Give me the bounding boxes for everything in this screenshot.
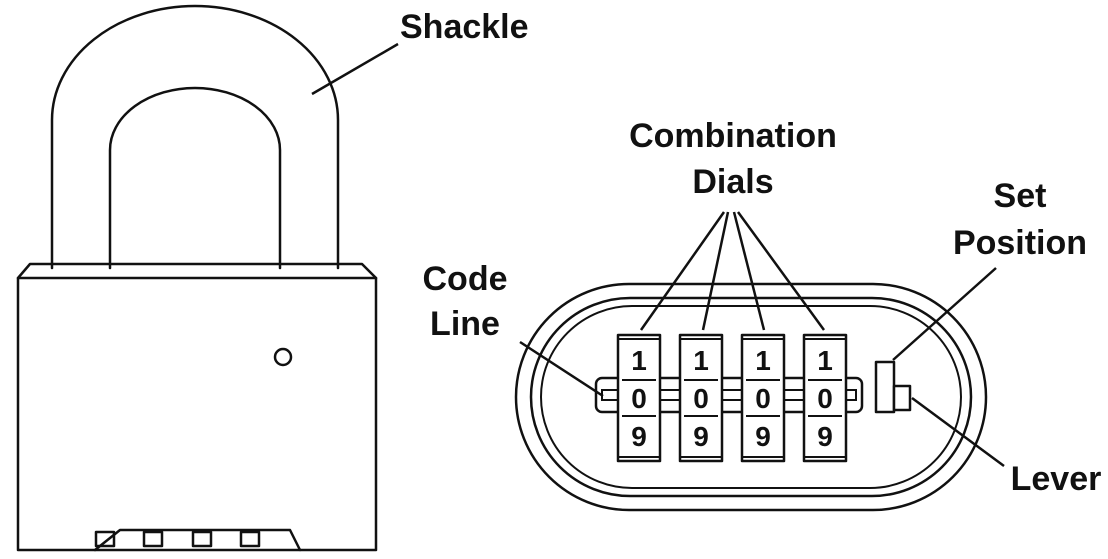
set-position-label-line2: Position [953,224,1087,262]
dial-digit-bottom: 9 [755,421,771,452]
combination-dials-leader-lines [639,211,826,331]
bottom-dial-slot [239,530,261,548]
dial-digit-bottom: 9 [693,421,709,452]
code-line-leader-line [519,340,604,398]
bottom-dial-slot [94,530,116,548]
code-line-label-line2: Line [430,305,500,343]
combination-dial[interactable]: 1 0 9 [616,333,662,463]
code-line-bar [594,376,864,414]
combination-dial[interactable]: 1 0 9 [740,333,786,463]
shackle-leader-line [311,42,399,96]
lock-bottom-view: 1 0 9 1 0 9 1 0 9 [514,282,988,512]
bottom-dial-slot [142,530,164,548]
combination-dial[interactable]: 1 0 9 [802,333,848,463]
dial-digit-middle: 0 [817,383,833,414]
dial-digit-top: 1 [755,345,771,376]
dial-digit-middle: 0 [631,383,647,414]
code-line-label-line1: Code [423,260,508,298]
combination-dials-label-line1: Combination [629,117,837,155]
bottom-outline-inner2 [540,305,962,489]
set-position-lever[interactable] [874,360,912,414]
keyhole-dot [273,347,293,367]
lever-leader-line [911,396,1005,468]
set-position-label-line1: Set [994,177,1047,215]
dial-digit-top: 1 [631,345,647,376]
shackle [50,4,340,270]
lever-label: Lever [1011,460,1102,498]
lever-tab[interactable] [892,384,912,412]
dial-digit-top: 1 [693,345,709,376]
bottom-dial-slot [191,530,213,548]
combination-dials-label-line2: Dials [692,163,773,201]
dial-digit-bottom: 9 [631,421,647,452]
lock-body [16,262,378,552]
dial-digit-top: 1 [817,345,833,376]
bottom-outline-outer [514,282,988,512]
dial-digit-bottom: 9 [817,421,833,452]
shackle-label: Shackle [400,8,529,46]
combination-dial[interactable]: 1 0 9 [678,333,724,463]
bottom-outline-inner [529,296,973,498]
padlock-front-view [16,4,378,552]
dial-digit-middle: 0 [755,383,771,414]
dial-digit-middle: 0 [693,383,709,414]
set-position-leader-line [892,267,997,361]
